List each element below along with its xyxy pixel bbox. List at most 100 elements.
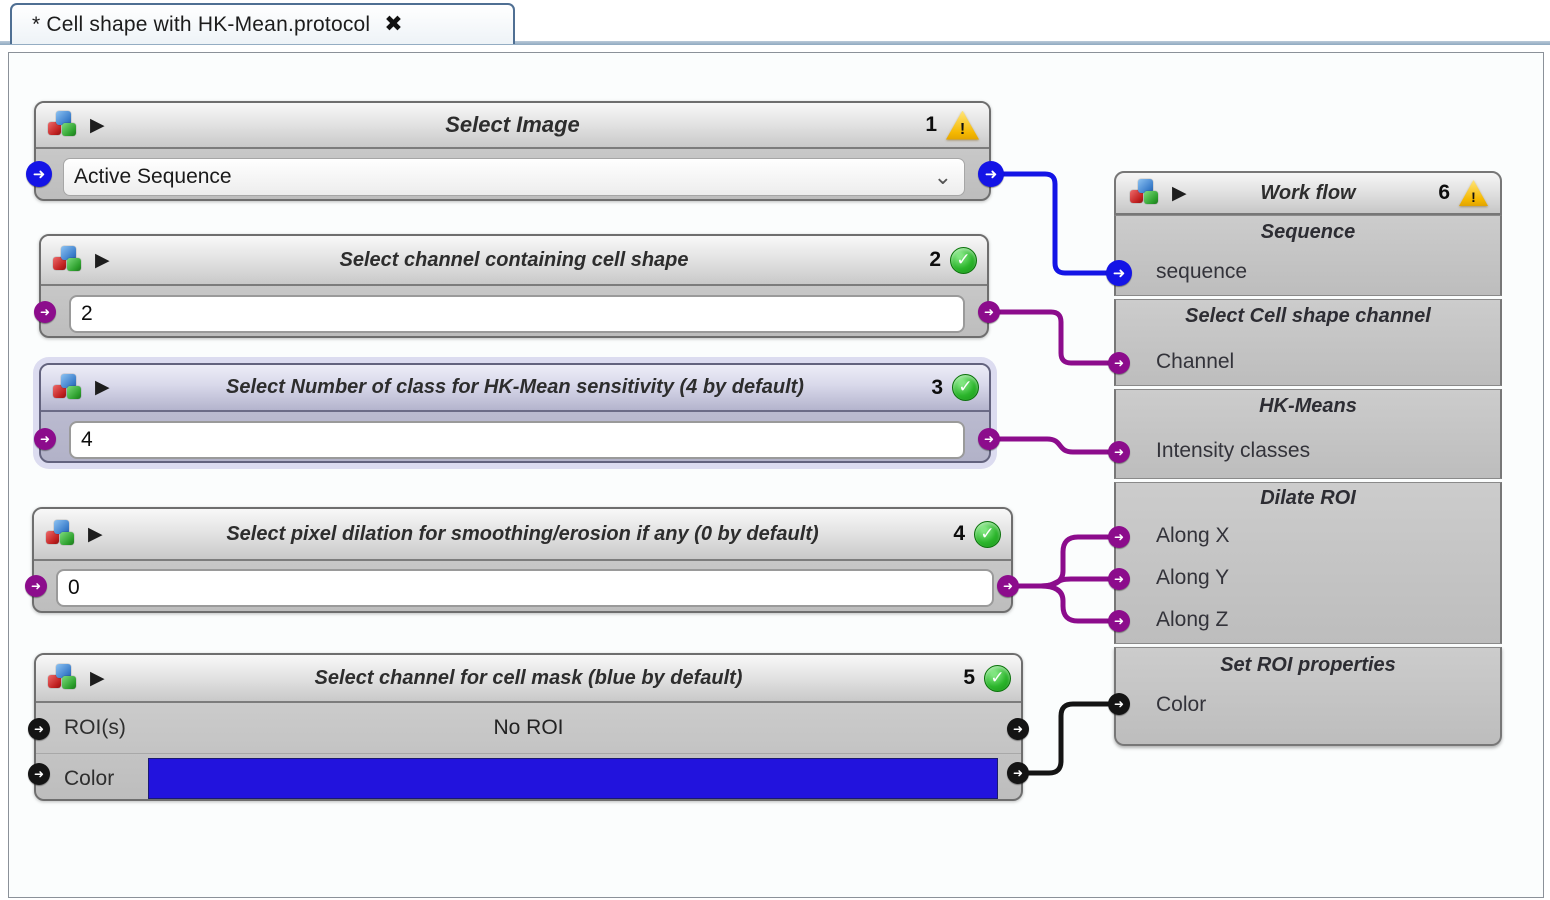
class-count-output-port[interactable]: ➜ <box>978 428 1000 450</box>
class-count-input-port[interactable]: ➜ <box>34 428 56 450</box>
workflow-sequence-input-port[interactable]: ➜ <box>1106 260 1132 286</box>
block-title: Select pixel dilation for smoothing/eros… <box>226 522 819 545</box>
workflow-along-x-input-port[interactable]: ➜ <box>1108 526 1130 548</box>
warning-icon: ! <box>1459 180 1488 206</box>
run-block-icon[interactable]: ▶ <box>1172 181 1187 204</box>
run-block-icon[interactable]: ▶ <box>90 113 105 136</box>
section-title: Set ROI properties <box>1220 654 1396 676</box>
workflow-section-hk-means: HK-Means Intensity classes <box>1114 389 1502 479</box>
protocol-tab-title: * Cell shape with HK-Mean.protocol <box>32 12 371 36</box>
roi-color-swatch[interactable] <box>148 758 998 799</box>
roi-output-port[interactable]: ➜ <box>1007 718 1029 740</box>
workflow-intensity-input-port[interactable]: ➜ <box>1108 441 1130 463</box>
run-block-icon[interactable]: ▶ <box>88 522 103 545</box>
blocks-icon <box>1130 179 1162 207</box>
wire-select-image-to-sequence <box>988 171 1122 276</box>
success-check-icon: ✓ <box>984 664 1011 692</box>
wire-color <box>1015 701 1122 776</box>
roi-row: ROI(s) No ROI <box>36 703 1021 753</box>
block-cell-mask-header[interactable]: ▶ Select channel for cell mask (blue by … <box>36 655 1021 703</box>
block-title: Select Image <box>445 112 580 137</box>
workflow-section-set-roi-properties: Set ROI properties Color <box>1114 647 1502 746</box>
block-workflow[interactable]: ▶ Work flow 6 ! Sequence sequence Select… <box>1114 171 1502 746</box>
success-check-icon: ✓ <box>974 520 1001 548</box>
block-select-image-header[interactable]: ▶ Select Image 1 ! <box>36 103 989 149</box>
wire-channel <box>986 309 1122 366</box>
active-sequence-dropdown[interactable]: Active Sequence ⌄ <box>63 158 965 196</box>
workflow-section-dilate-roi: Dilate ROI Along X Along Y Along Z <box>1114 482 1502 644</box>
blocks-icon <box>53 246 85 274</box>
protocol-canvas[interactable]: ▶ Select Image 1 ! Active Sequence ⌄ ▶ <box>8 52 1544 898</box>
run-block-icon[interactable]: ▶ <box>95 376 110 398</box>
roi-input-port[interactable]: ➜ <box>28 718 50 740</box>
workflow-input-channel-label: Channel <box>1156 350 1235 373</box>
chevron-down-icon: ⌄ <box>933 164 952 190</box>
block-workflow-header[interactable]: ▶ Work flow 6 ! <box>1114 171 1502 215</box>
block-title: Select channel for cell mask (blue by de… <box>314 666 743 689</box>
block-title: Work flow <box>1260 181 1356 204</box>
wire-dilate-along-z <box>1005 583 1122 624</box>
tab-bar: * Cell shape with HK-Mean.protocol ✖ <box>0 0 1550 52</box>
block-title: Select Number of class for HK-Mean sensi… <box>226 376 804 398</box>
workflow-input-intensity-classes-label: Intensity classes <box>1156 439 1311 462</box>
blocks-icon <box>48 111 80 139</box>
workflow-channel-input-port[interactable]: ➜ <box>1108 352 1130 374</box>
color-input-port[interactable]: ➜ <box>28 763 50 785</box>
color-output-port[interactable]: ➜ <box>1007 762 1029 784</box>
warning-icon: ! <box>946 110 979 140</box>
dilation-output-port[interactable]: ➜ <box>997 575 1019 597</box>
channel-number-field[interactable] <box>69 295 965 333</box>
run-block-icon[interactable]: ▶ <box>95 248 110 271</box>
select-image-output-port[interactable]: ➜ <box>978 161 1004 187</box>
block-hkmean-classes[interactable]: ▶ Select Number of class for HK-Mean sen… <box>39 363 991 463</box>
workflow-input-color-label: Color <box>1156 693 1207 716</box>
blocks-icon <box>48 664 80 692</box>
close-icon[interactable]: ✖ <box>384 11 403 37</box>
block-number: 3 <box>931 375 943 399</box>
success-check-icon: ✓ <box>950 246 977 274</box>
block-select-image[interactable]: ▶ Select Image 1 ! Active Sequence ⌄ <box>34 101 991 201</box>
workflow-input-along-x-label: Along X <box>1156 524 1230 547</box>
block-select-channel-header[interactable]: ▶ Select channel containing cell shape 2… <box>41 236 987 286</box>
color-row: Color <box>36 753 1021 799</box>
section-title: Dilate ROI <box>1260 487 1356 509</box>
select-channel-output-port[interactable]: ➜ <box>978 301 1000 323</box>
block-number: 5 <box>963 666 975 689</box>
section-title: Sequence <box>1260 221 1356 243</box>
active-sequence-value: Active Sequence <box>74 165 232 188</box>
workflow-input-along-z-label: Along Z <box>1156 608 1229 631</box>
workflow-section-cell-shape-channel: Select Cell shape channel Channel <box>1114 299 1502 386</box>
dilation-field[interactable] <box>56 569 994 607</box>
block-hkmean-classes-header[interactable]: ▶ Select Number of class for HK-Mean sen… <box>41 365 989 412</box>
select-image-input-port[interactable]: ➜ <box>26 161 52 187</box>
block-number: 2 <box>929 248 941 271</box>
color-row-label: Color <box>64 766 115 790</box>
block-cell-mask[interactable]: ▶ Select channel for cell mask (blue by … <box>34 653 1023 801</box>
select-channel-input-port[interactable]: ➜ <box>34 301 56 323</box>
workflow-input-sequence-label: sequence <box>1156 260 1248 283</box>
workflow-along-z-input-port[interactable]: ➜ <box>1108 610 1130 632</box>
workflow-color-input-port[interactable]: ➜ <box>1108 693 1130 715</box>
protocol-tab[interactable]: * Cell shape with HK-Mean.protocol ✖ <box>10 3 515 44</box>
run-block-icon[interactable]: ▶ <box>90 666 105 689</box>
roi-row-label: ROI(s) <box>64 716 126 739</box>
block-pixel-dilation-header[interactable]: ▶ Select pixel dilation for smoothing/er… <box>34 509 1011 561</box>
block-select-channel[interactable]: ▶ Select channel containing cell shape 2… <box>39 234 989 338</box>
dilation-input-port[interactable]: ➜ <box>25 575 47 597</box>
section-title: HK-Means <box>1259 395 1357 417</box>
block-number: 4 <box>953 522 965 545</box>
wire-dilate-along-y <box>1005 576 1122 589</box>
workflow-along-y-input-port[interactable]: ➜ <box>1108 568 1130 590</box>
block-pixel-dilation[interactable]: ▶ Select pixel dilation for smoothing/er… <box>32 507 1013 613</box>
blocks-icon <box>53 373 85 402</box>
workflow-section-sequence: Sequence sequence <box>1114 215 1502 296</box>
block-number: 1 <box>925 113 937 136</box>
wire-intensity-classes <box>986 436 1122 455</box>
block-number: 6 <box>1438 181 1450 204</box>
class-count-field[interactable] <box>69 421 965 459</box>
roi-row-value: No ROI <box>493 716 564 739</box>
tabstrip-divider <box>0 41 1550 45</box>
success-check-icon: ✓ <box>952 374 979 401</box>
block-title: Select channel containing cell shape <box>339 248 689 271</box>
wire-dilate-along-x <box>1005 534 1122 589</box>
